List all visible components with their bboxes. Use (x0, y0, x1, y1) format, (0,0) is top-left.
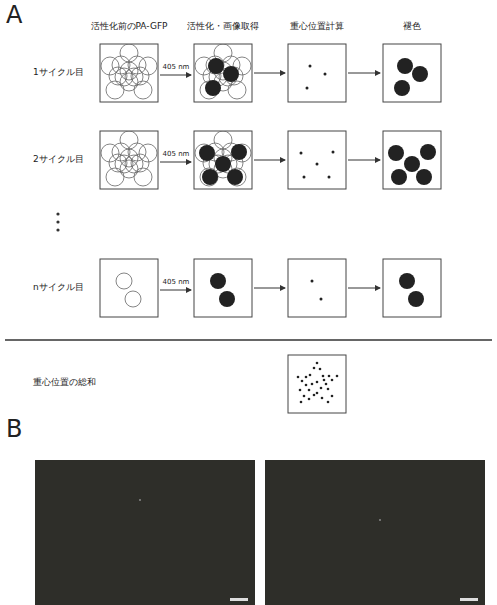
column-header: 活性化・画像取得 (186, 22, 260, 32)
column-header: 活性化前のPA-GFP (90, 22, 169, 32)
wavelength-label: 405 nm (162, 151, 191, 159)
column-header: 褪色 (402, 22, 422, 32)
row-label: nサイクル目 (32, 283, 85, 293)
wavelength-label: 405 nm (162, 279, 191, 287)
row-label: 1サイクル目 (32, 68, 85, 78)
column-header: 重心位置計算 (289, 22, 345, 32)
panel-letter: A (6, 2, 22, 28)
panel-letter: B (6, 416, 22, 442)
row-label: 重心位置の総和 (32, 378, 97, 388)
wavelength-label: 405 nm (162, 64, 191, 72)
row-label: 2サイクル目 (32, 155, 85, 165)
